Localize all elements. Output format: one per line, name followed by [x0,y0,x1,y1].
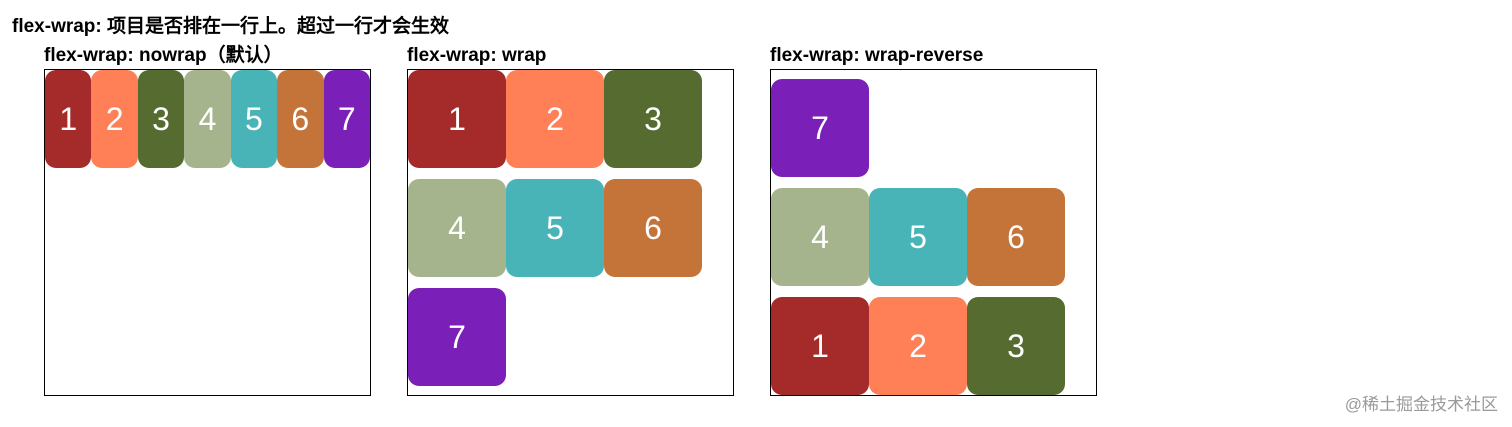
flex-item: 7 [408,288,506,386]
flex-item: 1 [408,70,506,168]
watermark: @稀土掘金技术社区 [1344,395,1498,414]
flex-item: 1 [771,297,869,395]
flex-item: 4 [771,188,869,286]
flex-item: 3 [967,297,1065,395]
flex-item: 2 [869,297,967,395]
demo-label: flex-wrap: wrap-reverse [770,45,984,66]
flex-item: 6 [277,70,324,168]
flex-item: 5 [230,70,278,168]
flex-item: 3 [137,70,185,168]
flex-item: 1 [45,70,92,168]
flex-item: 5 [506,179,604,277]
flex-item: 5 [869,188,967,286]
flex-item: 3 [604,70,702,168]
demo-label: flex-wrap: wrap [407,45,547,66]
flex-item: 2 [506,70,604,168]
flex-item: 7 [771,79,869,177]
flex-item: 4 [408,179,506,277]
flex-item: 2 [91,70,138,168]
page-title: flex-wrap: 项目是否排在一行上。超过一行才会生效 [12,16,450,37]
flex-item: 6 [967,188,1065,286]
flex-item: 7 [323,70,370,168]
flex-item: 6 [604,179,702,277]
flex-item: 4 [184,70,231,168]
demo-label: flex-wrap: nowrap（默认） [44,45,283,66]
